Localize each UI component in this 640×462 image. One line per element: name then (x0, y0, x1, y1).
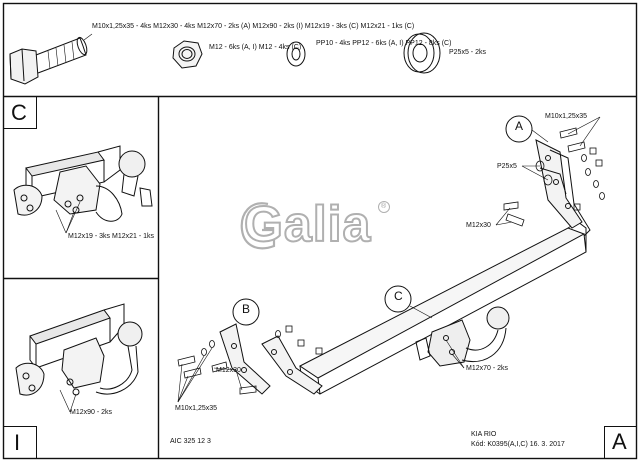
label-a-spacer: P25x5 (497, 163, 517, 170)
callout-c: C (394, 289, 403, 303)
washer-spec: PP12 - 8ks (C) (405, 40, 452, 47)
washer-icon (286, 41, 306, 67)
bracket-b (219, 323, 323, 395)
bolt-spec: M12x21 - 1ks (C) (360, 23, 415, 30)
bolt-spec: M10x1,25x35 - 4ks (92, 23, 152, 30)
drawing-code: Kód: K0395(A,I,C) 16. 3. 2017 (471, 441, 565, 448)
nut-spec: M12 - 6ks (A, I) (209, 44, 257, 51)
panel-c-label: M12x21 - 1ks (111, 233, 155, 240)
bolt-spec: M12x30 - 4ks (153, 23, 196, 30)
bolt-spec: M12x19 - 3ks (C) (304, 23, 359, 30)
panel-i-label: M12x90 - 2ks (70, 409, 113, 416)
callout-b-circle (232, 298, 260, 326)
panel-c-drawing (13, 145, 153, 222)
galia-logo-shape (240, 202, 276, 250)
washer-spec: PP12 - 6ks (A, I) (352, 40, 404, 47)
galia-registered-mark: ® (381, 203, 387, 210)
label-a-m12x30: M12x30 (466, 222, 491, 229)
hitch-ball (415, 306, 510, 367)
label-a-bolt: M10x1,25x35 (545, 113, 588, 120)
label-m12x70: M12x70 - 2ks (466, 365, 509, 372)
callout-a: A (515, 119, 524, 133)
washer-spec-list: PP10 - 4ks PP12 - 6ks (A, I) PP12 - 8ks … (316, 40, 451, 48)
spacer-icon (403, 32, 441, 74)
fasteners-b (177, 325, 323, 395)
fasteners-a (503, 127, 605, 227)
vehicle-name: KIA RIO (471, 431, 497, 438)
bolt-spec-list: M10x1,25x35 - 4ks M12x30 - 4ks M12x70 - … (92, 23, 414, 31)
doc-code: AIC 325 12 3 (170, 438, 211, 445)
label-b-m12x30: M12x30 (216, 367, 241, 374)
nut-icon (172, 40, 203, 69)
panel-c-label: M12x19 - 3ks (68, 233, 111, 240)
callout-c-circle (384, 285, 412, 313)
nut-spec: M12 - 4ks (C) (258, 44, 302, 51)
callout-a-circle (505, 115, 533, 143)
panel-i-letter: I (14, 430, 21, 455)
callout-b: B (242, 302, 251, 316)
label-b-m10: M10x1,25x35 (175, 405, 218, 412)
bolt-spec: M12x90 - 2ks (I) (252, 23, 303, 30)
bolt-spec: M12x70 - 2ks (A) (197, 23, 251, 30)
bolt-icon (9, 36, 88, 85)
panel-i-drawing (15, 303, 143, 396)
galia-logo: Galia (243, 195, 372, 253)
variant-letter: A (612, 429, 627, 454)
bracket-a (535, 139, 591, 237)
washer-spec: PP10 - 4ks (316, 40, 351, 47)
panel-c-letter: C (11, 100, 27, 125)
spacer-spec: P25x5 - 2ks (449, 49, 486, 56)
nut-spec-list: M12 - 6ks (A, I) M12 - 4ks (C) (209, 44, 301, 52)
panel-c-labels: M12x19 - 3ks M12x21 - 1ks (68, 233, 154, 241)
